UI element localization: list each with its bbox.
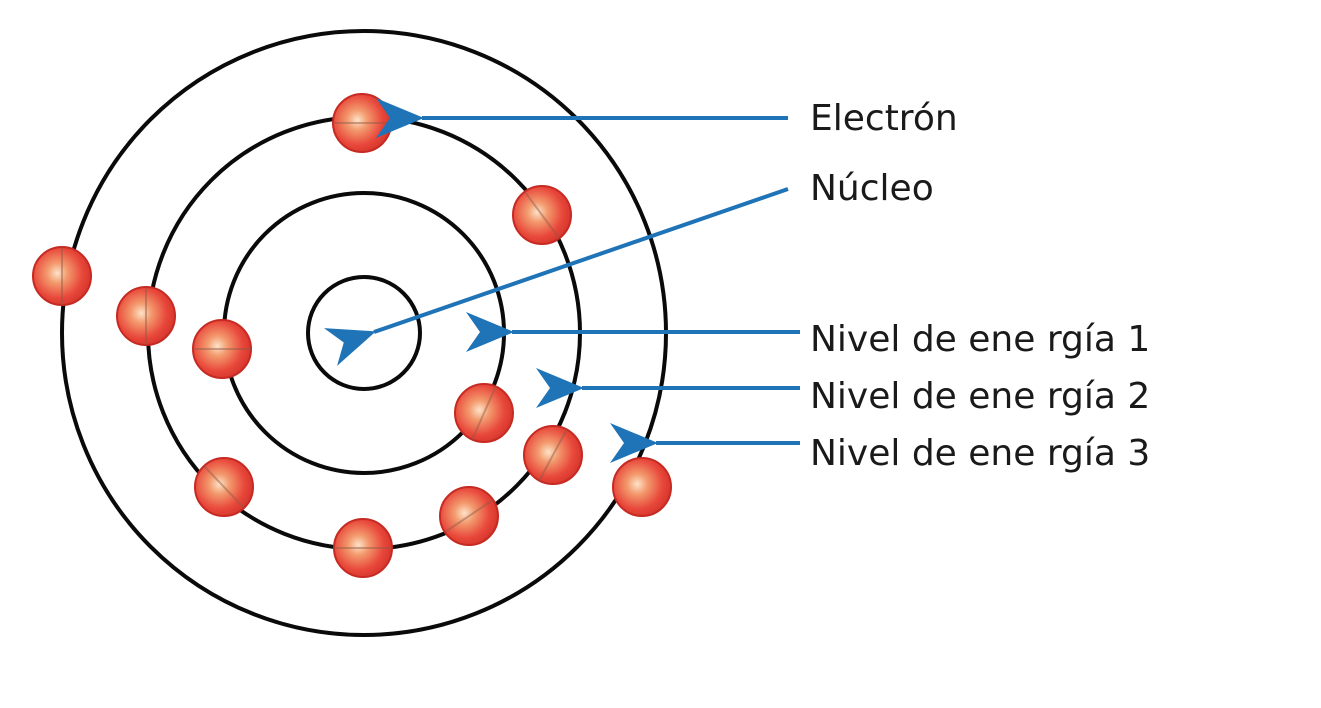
arrow-nucleus	[323, 187, 789, 366]
electron-l2-lower-right	[439, 486, 499, 546]
electron-l1-right	[454, 383, 514, 443]
electron-l2-right	[523, 425, 583, 485]
labels: Electrón Núcleo Nivel de ene rgía 1 Nive…	[810, 98, 1150, 474]
electron-l2-bottom	[333, 518, 393, 578]
electron-l3-right	[612, 457, 672, 517]
nucleus	[306, 275, 422, 391]
label-energy-level-3: Nivel de ene rgía 3	[810, 433, 1150, 474]
electron-l1-left	[192, 319, 252, 379]
label-energy-level-1: Nivel de ene rgía 1	[810, 319, 1150, 360]
pointer-arrows	[323, 98, 800, 463]
electron-l2-left	[116, 286, 176, 346]
label-energy-level-2: Nivel de ene rgía 2	[810, 376, 1150, 417]
electrons	[32, 93, 672, 578]
label-nucleus: Núcleo	[810, 168, 934, 209]
electron-l2-top	[332, 93, 392, 153]
label-electron: Electrón	[810, 98, 958, 139]
electron-l2-upper-right	[512, 185, 572, 245]
electron-l3-left	[32, 246, 92, 306]
electron-l2-lower-left	[194, 457, 254, 517]
